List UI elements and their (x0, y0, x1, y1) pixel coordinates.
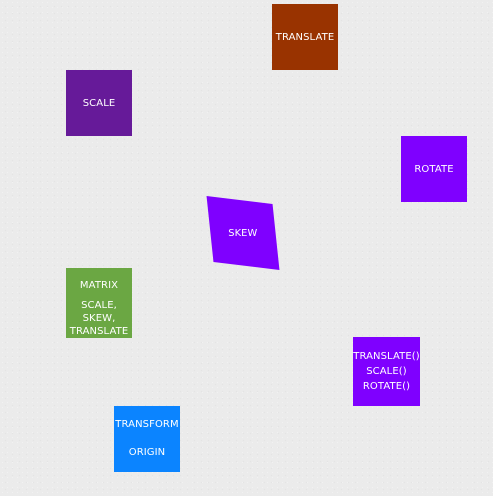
combined-line-rotate: ROTATE() (362, 381, 411, 392)
matrix-tile: MATRIX SCALE, SKEW, TRANSLATE (66, 268, 132, 338)
matrix-title: MATRIX (79, 280, 119, 291)
scale-tile: SCALE (66, 70, 132, 136)
combined-transform-tile: TRANSLATE() SCALE() ROTATE() (353, 337, 420, 406)
matrix-subtitle-line-2: TRANSLATE (69, 326, 129, 337)
transform-origin-tile: TRANSFORM ORIGIN (114, 406, 180, 472)
matrix-subtitle-line-1: SCALE, SKEW, (81, 300, 117, 324)
combined-line-scale: SCALE() (366, 366, 407, 377)
combined-line-translate: TRANSLATE() (353, 351, 420, 362)
translate-tile: TRANSLATE (272, 4, 338, 70)
transform-origin-line-2: ORIGIN (128, 447, 166, 458)
scale-label: SCALE (82, 97, 116, 109)
translate-label: TRANSLATE (275, 31, 335, 43)
transform-origin-line-1: TRANSFORM (115, 419, 179, 430)
skew-label: SKEW (228, 227, 258, 239)
rotate-tile: ROTATE (401, 136, 467, 202)
rotate-label: ROTATE (414, 163, 454, 175)
skew-tile: SKEW (206, 195, 280, 271)
